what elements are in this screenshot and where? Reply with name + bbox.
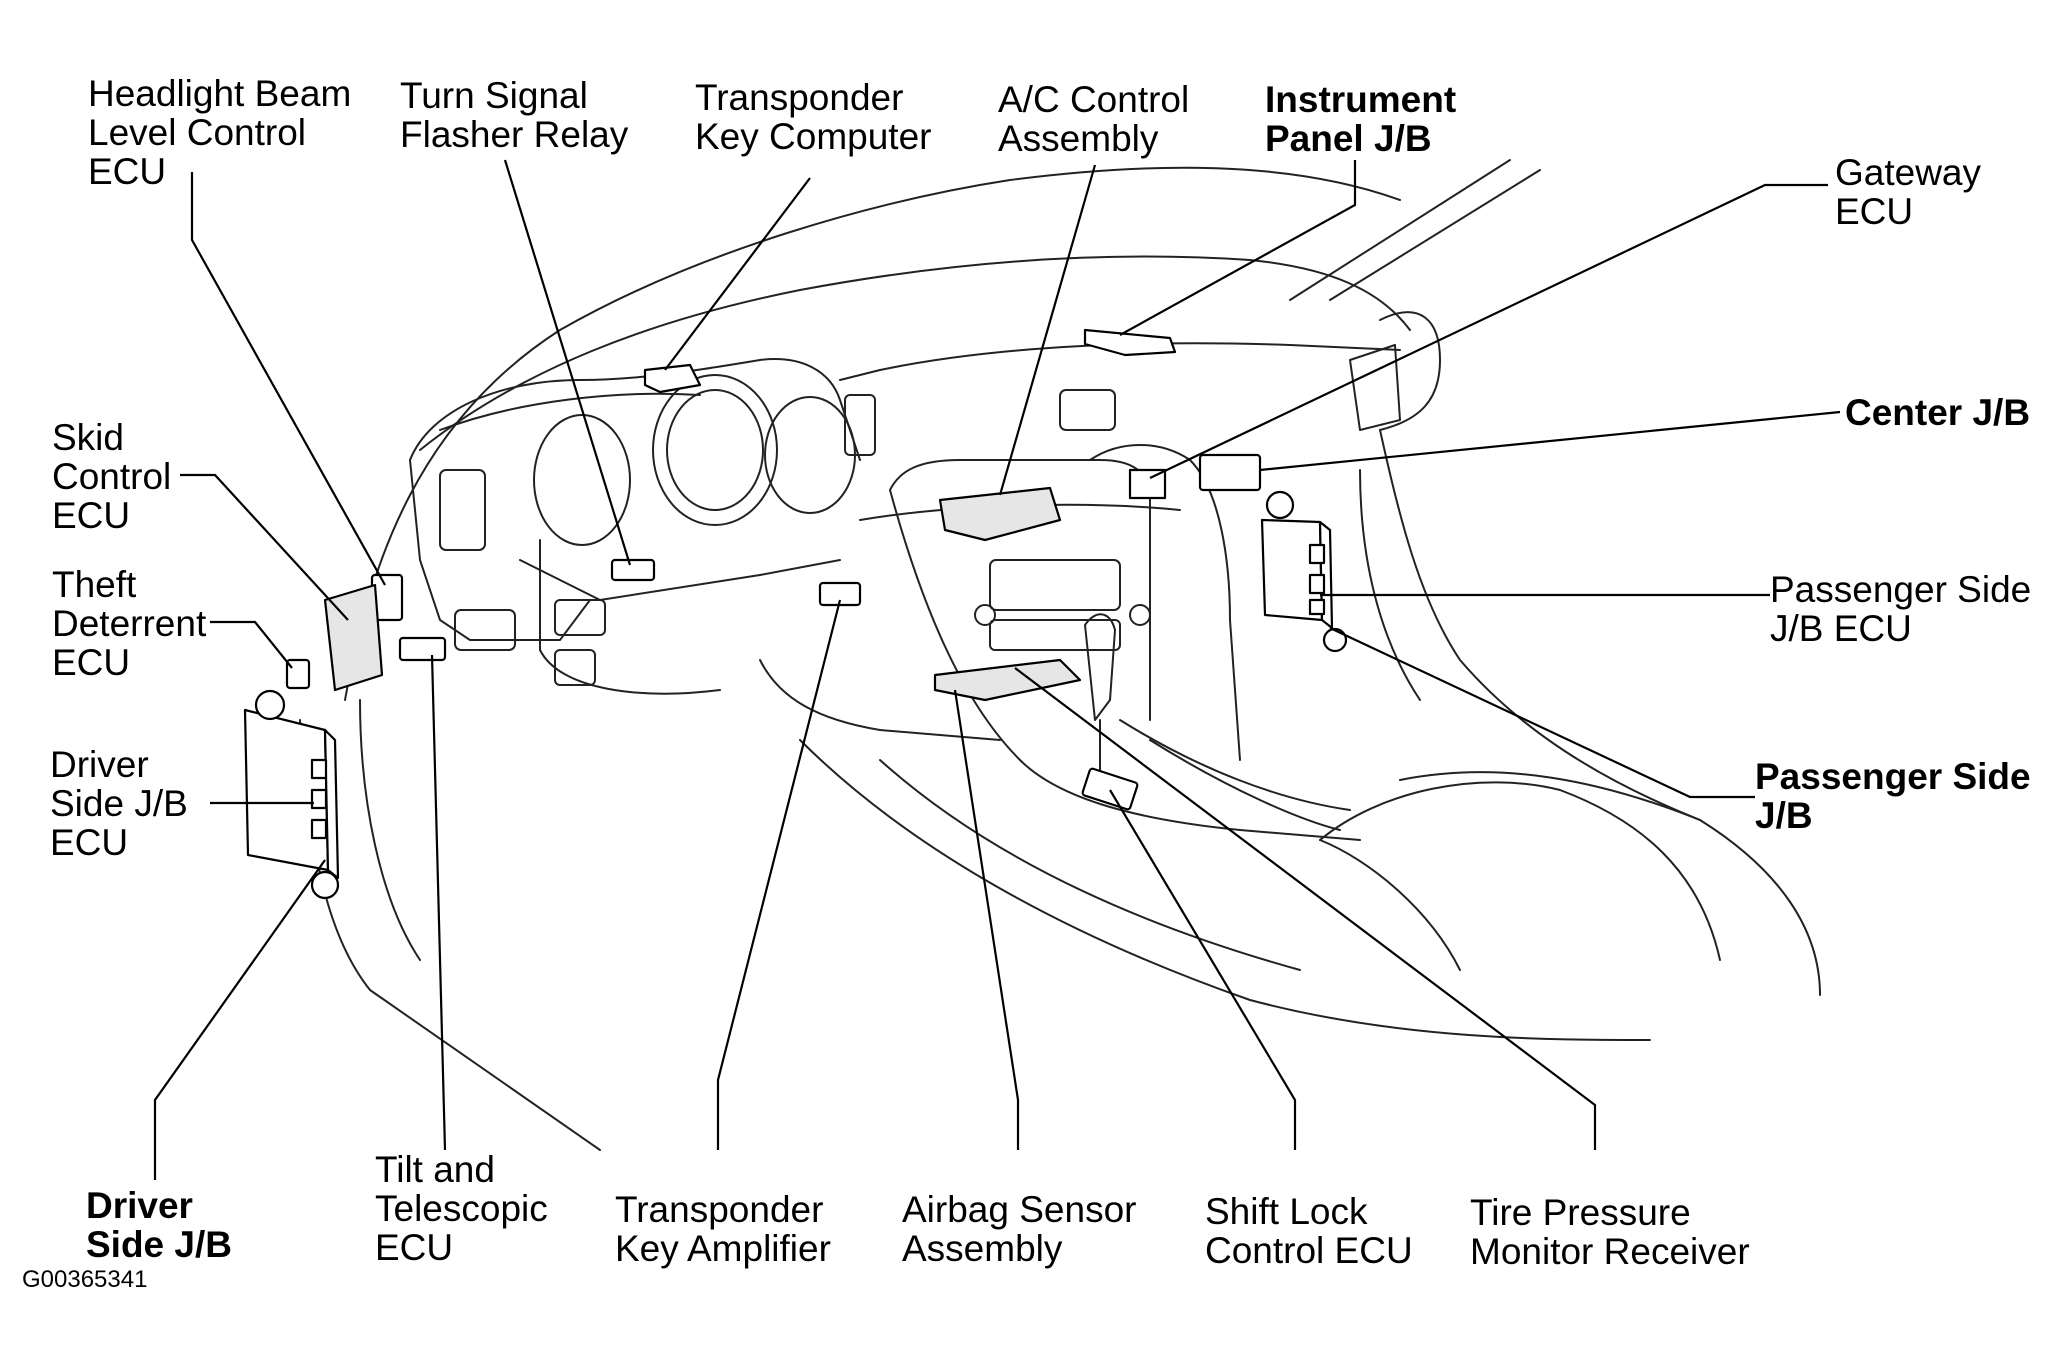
label-theft-deterrent-ecu: Theft Deterrent ECU (52, 564, 207, 683)
shift-lock-ecu-part (1081, 767, 1139, 811)
label-headlight-beam-ecu: Headlight Beam Level Control ECU (88, 73, 352, 192)
label-tire-pressure-monitor-receiver: Tire Pressure Monitor Receiver (1470, 1192, 1750, 1272)
tilt-telescopic-ecu-part (398, 636, 447, 662)
leader-theft-deterrent (210, 620, 293, 669)
label-passenger-side-jb: Passenger Side J/B (1755, 756, 2031, 836)
label-driver-side-jb-ecu: Driver Side J/B ECU (50, 744, 188, 863)
driver-side-jb-part (243, 689, 340, 900)
passenger-side-jb-part (1260, 490, 1348, 653)
label-tilt-telescopic-ecu: Tilt and Telescopic ECU (375, 1149, 548, 1268)
airbag-sensor-part (933, 658, 1082, 702)
instrument-panel-jb-part (1083, 328, 1177, 357)
transponder-key-computer-part (643, 363, 702, 394)
leader-lines (153, 159, 1841, 1180)
leader-turn-signal (503, 159, 632, 566)
turn-signal-relay-part (610, 558, 656, 582)
label-passenger-side-jb-ecu: Passenger Side J/B ECU (1770, 569, 2032, 649)
leader-transponder-key-computer (664, 177, 811, 371)
center-jb-part (1198, 453, 1262, 492)
leader-driver-side-jb (153, 859, 326, 1180)
leader-tilt-telescopic (430, 654, 447, 1151)
leader-passenger-side-jb (1329, 627, 1755, 799)
label-shift-lock-control-ecu: Shift Lock Control ECU (1205, 1191, 1413, 1271)
leader-gateway-ecu (1149, 183, 1828, 479)
transponder-key-amplifier-part (818, 581, 862, 607)
leader-ac-control (998, 164, 1097, 496)
label-ac-control-assembly: A/C Control Assembly (998, 79, 1190, 159)
leader-shift-lock (1109, 789, 1297, 1150)
leader-headlight-beam (190, 172, 386, 586)
leader-tire-pressure (1014, 667, 1597, 1150)
leader-center-jb (1259, 410, 1841, 472)
skid-control-ecu-part (323, 583, 384, 692)
figure-code: G00365341 (22, 1266, 148, 1293)
label-instrument-panel-jb: Instrument Panel J/B (1265, 79, 1457, 159)
label-center-jb: Center J/B (1845, 392, 2031, 433)
label-airbag-sensor-assembly: Airbag Sensor Assembly (902, 1189, 1137, 1269)
label-transponder-key-computer: Transponder Key Computer (695, 77, 932, 157)
leader-transponder-key-amplifier (716, 599, 842, 1150)
ac-control-part (938, 486, 1062, 542)
components (243, 328, 1348, 900)
leader-airbag-sensor (953, 689, 1020, 1150)
leader-instrument-panel-jb (1119, 160, 1357, 336)
leader-skid-control (180, 473, 349, 621)
label-transponder-key-amplifier: Transponder Key Amplifier (615, 1189, 831, 1269)
label-driver-side-jb: Driver Side J/B (86, 1185, 232, 1265)
dashboard-outline (299, 159, 1821, 1151)
label-gateway-ecu: Gateway ECU (1835, 152, 1982, 232)
label-turn-signal-flasher-relay: Turn Signal Flasher Relay (400, 75, 629, 155)
label-skid-control-ecu: Skid Control ECU (52, 417, 172, 536)
